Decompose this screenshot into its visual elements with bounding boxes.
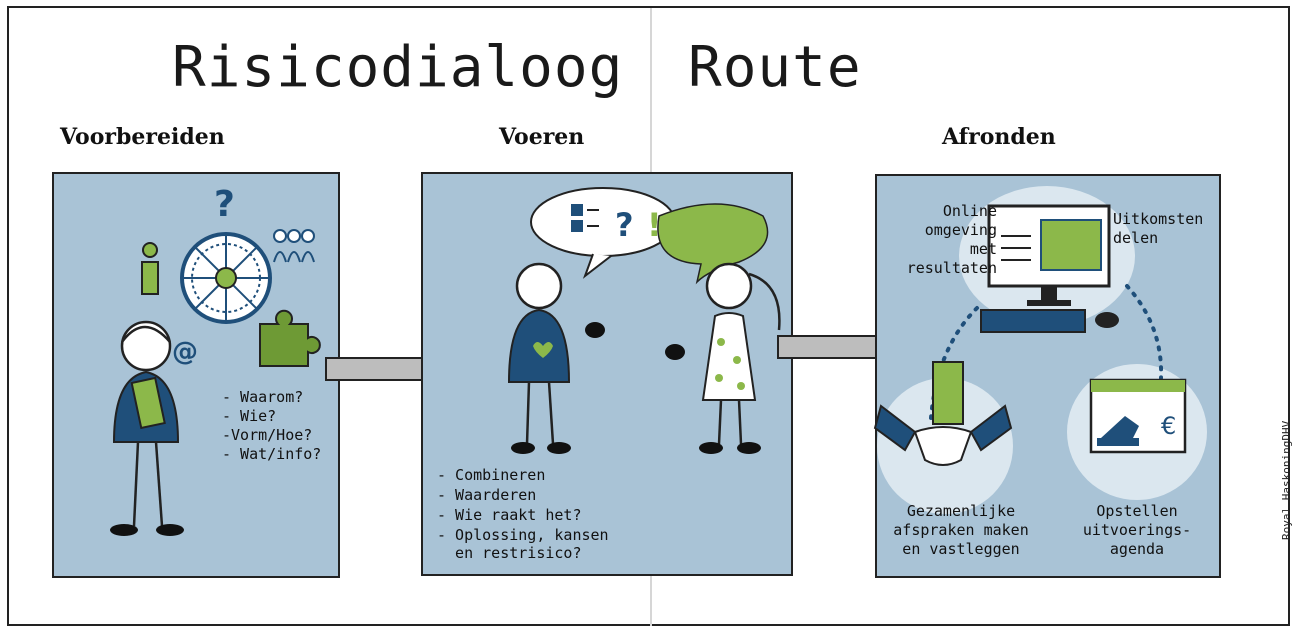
prepare-question-why: - Waarom? (222, 388, 304, 406)
speech-bubble-icon: ? ! (530, 187, 676, 279)
person-left-figure (507, 262, 605, 454)
green-speech-bubble-icon (657, 203, 769, 285)
step-afronden: Afronden (942, 124, 1056, 150)
person-right-figure (665, 262, 781, 454)
question-mark-icon: ? (214, 184, 235, 225)
panel-voorbereiden: ? @ - Waarom? (52, 172, 340, 578)
step-voorbereiden: Voorbereiden (60, 124, 225, 150)
conduct-item-combine: - Combineren (437, 466, 546, 484)
prepare-question-form: -Vorm/Hoe? (222, 426, 313, 444)
conduct-item-value: - Waarderen (437, 486, 537, 504)
prepare-question-what: - Wat/info? (222, 445, 322, 463)
title-route: Route (688, 35, 862, 100)
calendar-agenda-icon (1089, 378, 1187, 454)
info-icon (141, 242, 159, 295)
execution-agenda-label: Opstellen uitvoerings- agenda (1082, 502, 1192, 558)
figure-frame (7, 6, 1290, 626)
conduct-item-solution: - Oplossing, kansen (437, 526, 609, 544)
people-icon (273, 229, 315, 263)
finish-illustration: € (873, 186, 1207, 514)
keyboard-icon (980, 309, 1086, 333)
handshake-icon (873, 361, 1013, 466)
puzzle-piece-icon (259, 309, 321, 367)
prepare-question-who: - Wie? (222, 407, 277, 425)
at-sign-icon: @ (172, 337, 198, 367)
conduct-item-residual-risk: en restrisico? (437, 544, 582, 562)
step-voeren: Voeren (499, 124, 585, 150)
conduct-item-affected: - Wie raakt het? (437, 506, 582, 524)
title-risicodialoog: Risicodialoog (172, 35, 624, 100)
share-results-label: Uitkomsten delen (1113, 210, 1204, 247)
panel-afronden: € Online omgeving met resultaten Uitkoms… (873, 174, 1221, 578)
mouse-icon (1095, 312, 1119, 328)
credit-text: Royal HaskoningDHV (1280, 420, 1293, 540)
euro-icon: € (1161, 412, 1176, 440)
person-figure (110, 320, 184, 536)
online-environment-label: Online omgeving met resultaten (906, 202, 997, 277)
panel-voeren: ? ! - Combineren - Waarderen (421, 172, 793, 576)
conduct-illustration: ? ! (507, 187, 781, 454)
prepare-illustration: ? @ (110, 184, 321, 536)
joint-agreements-label: Gezamenlijke afspraken maken en vastlegg… (893, 502, 1029, 558)
computer-monitor-icon (987, 204, 1111, 306)
svg-text:?: ? (615, 206, 634, 244)
knowledge-wheel-icon (180, 232, 272, 324)
